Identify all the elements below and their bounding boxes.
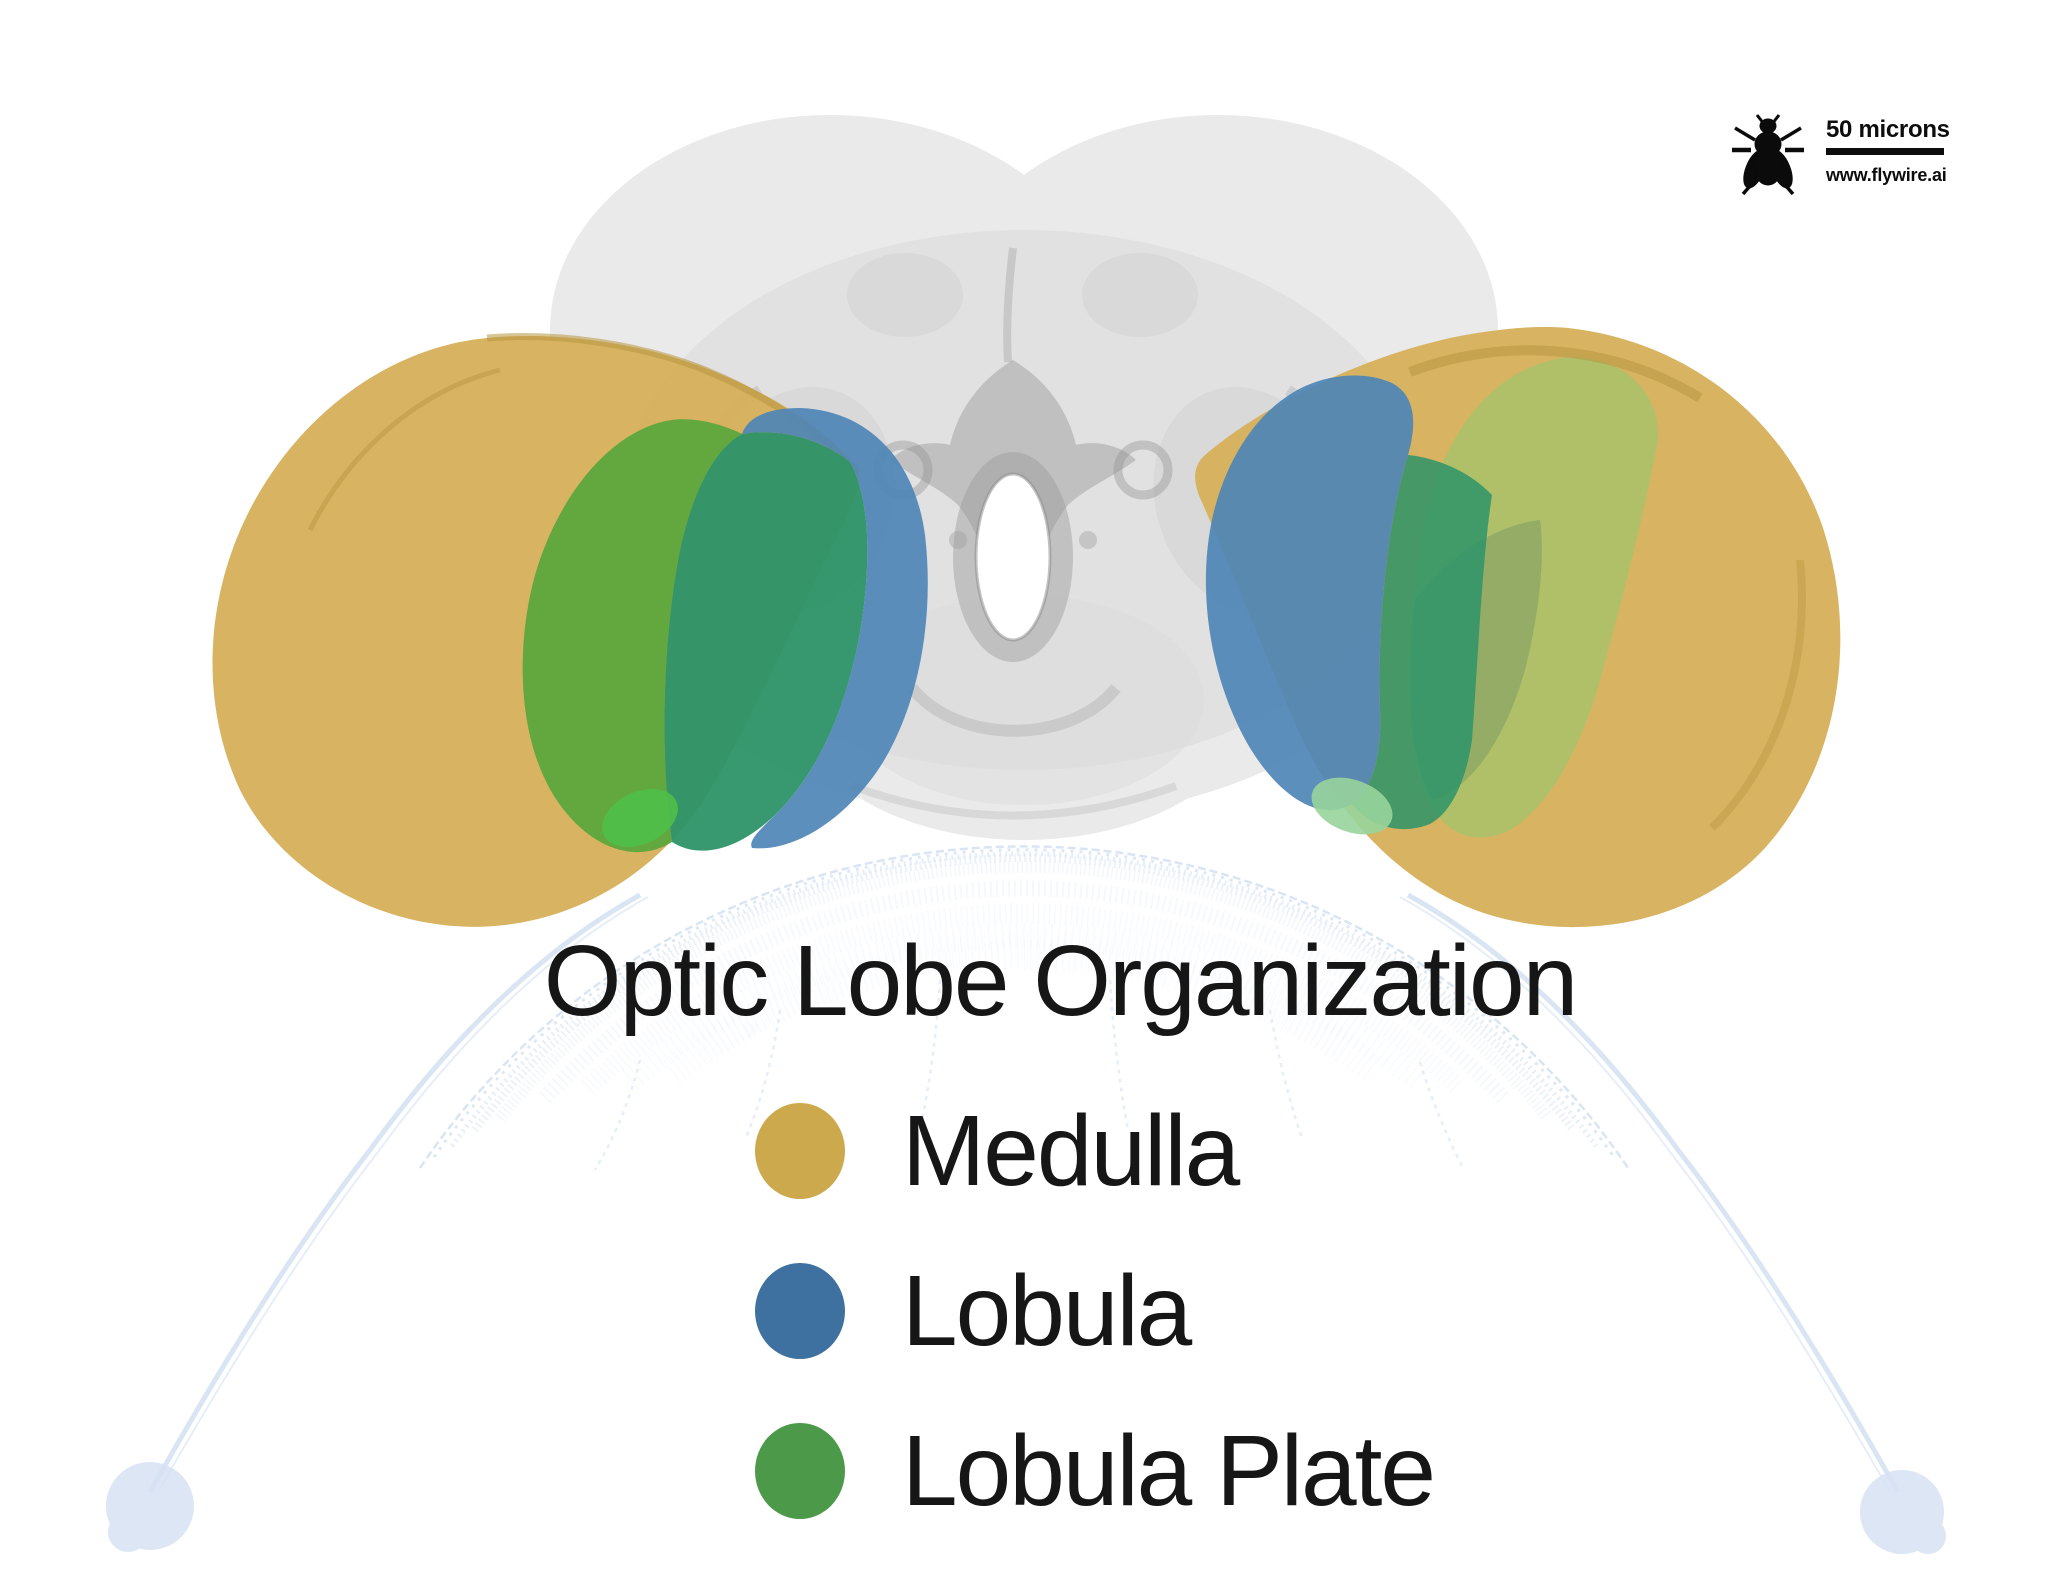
right-medulla-rim (1408, 345, 1703, 403)
neuron-soma-blobs (106, 1462, 1946, 1554)
left-lobula-mesh (742, 408, 928, 849)
right-lobula-mesh (1205, 375, 1414, 811)
legend-label-lobula-plate: Lobula Plate (902, 1414, 1436, 1527)
lobula-swatch-icon (755, 1263, 845, 1359)
scale-bar (1826, 148, 1944, 155)
left-optic-lobe (212, 333, 928, 927)
scale-block: 50 microns www.flywire.ai (1826, 116, 1976, 186)
medulla-swatch-icon (755, 1103, 845, 1199)
fly-icon (1732, 114, 1804, 196)
right-medulla-outer-crease (1709, 559, 1806, 831)
legend: Medulla Lobula Lobula Plate (754, 1095, 1436, 1582)
left-plate-lobula-overlap (664, 432, 868, 851)
legend-item-lobula-plate: Lobula Plate (754, 1415, 1436, 1527)
background-neuron-trace (147, 845, 1901, 1494)
legend-label-medulla: Medulla (902, 1094, 1240, 1207)
right-optic-lobe (1195, 326, 1841, 928)
esophageal-foramen (974, 472, 1052, 642)
right-plate-lobula-overlap (1352, 455, 1492, 830)
left-medulla-inner-crease (307, 367, 501, 532)
legend-item-lobula: Lobula (754, 1255, 1434, 1367)
left-lobula-plate-mesh (522, 419, 742, 853)
website-label: www.flywire.ai (1826, 165, 1947, 185)
legend-item-medulla: Medulla (754, 1095, 1434, 1207)
scale-label: 50 microns (1826, 116, 1950, 143)
right-plate-pale-tip (1311, 777, 1393, 835)
page-title: Optic Lobe Organization (543, 925, 1578, 1037)
lobula-plate-swatch-icon (755, 1423, 845, 1519)
legend-label-lobula: Lobula (902, 1254, 1192, 1367)
left-plate-bright-tip (602, 788, 678, 848)
